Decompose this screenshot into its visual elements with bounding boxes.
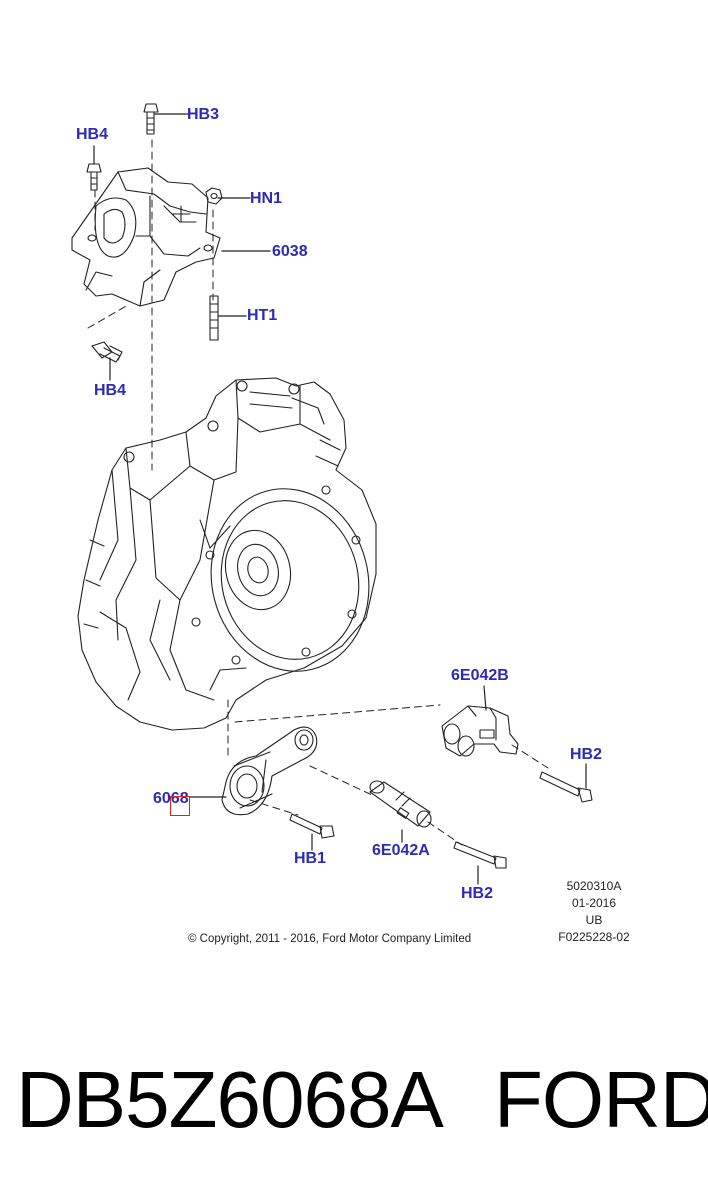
bolt-hb4-mid xyxy=(91,341,123,363)
nut-hn1 xyxy=(205,187,223,205)
meta-figure-id: F0225228-02 xyxy=(558,930,630,944)
bolt-hb4-top xyxy=(86,163,102,191)
diagram-metadata: 5020310A 01-2016 UB F0225228-02 xyxy=(555,878,633,946)
meta-date: 01-2016 xyxy=(571,896,617,910)
copyright-notice: © Copyright, 2011 - 2016, Ford Motor Com… xyxy=(188,933,472,945)
bolt-hb1 xyxy=(289,813,335,839)
transaxle-housing xyxy=(77,377,377,731)
callout-ht1: HT1 xyxy=(247,307,278,324)
callout-hb2-bottom: HB2 xyxy=(461,885,494,902)
callout-hb4-top: HB4 xyxy=(76,126,109,143)
engine-mount-bracket-6038 xyxy=(71,167,221,307)
roll-restrictor-6068 xyxy=(221,726,318,816)
assembly-guide-lines xyxy=(87,139,549,846)
callout-6e042b: 6E042B xyxy=(451,667,509,684)
callout-hb3: HB3 xyxy=(187,106,220,123)
bushing-6e042a xyxy=(369,780,432,828)
callout-hb4-mid: HB4 xyxy=(94,382,127,399)
callout-hb2-right: HB2 xyxy=(570,746,603,763)
brand-name: FORD xyxy=(494,1055,708,1144)
part-number: DB5Z6068A xyxy=(16,1055,444,1144)
callout-6e042a: 6E042A xyxy=(372,842,430,859)
meta-ub: UB xyxy=(585,913,603,927)
stud-ht1 xyxy=(209,295,219,341)
callout-hn1: HN1 xyxy=(250,190,283,207)
bolt-hb2-right xyxy=(539,771,593,803)
bracket-6e042b xyxy=(441,705,519,757)
callout-hb1: HB1 xyxy=(294,850,327,867)
meta-code: 5020310A xyxy=(566,879,622,893)
exploded-parts-diagram xyxy=(71,103,593,885)
leader-lines xyxy=(93,113,587,885)
bolt-hb3 xyxy=(143,103,159,135)
callout-6038: 6038 xyxy=(272,243,308,260)
highlight-box xyxy=(170,796,190,816)
bolt-hb2-bottom xyxy=(453,841,507,869)
